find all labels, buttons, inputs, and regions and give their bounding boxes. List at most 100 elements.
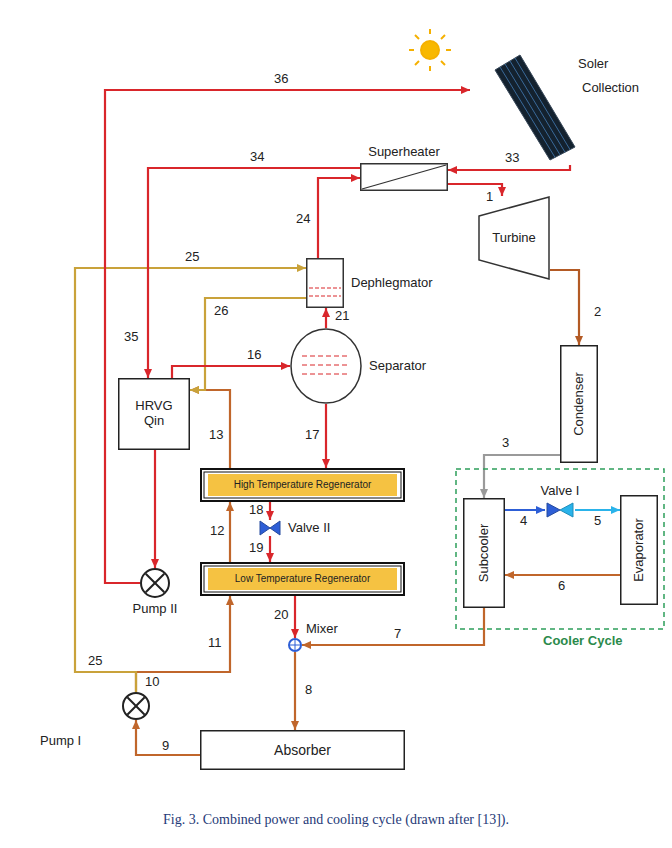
- node-label: Pump II: [133, 602, 178, 617]
- pump-symbol: Pump II: [140, 568, 170, 598]
- node-label: Separator: [369, 359, 426, 374]
- flow-line: [318, 178, 360, 258]
- flow-line: [575, 509, 620, 511]
- label-holder: Absorber: [200, 730, 405, 770]
- node-label: High Temperature Regenerator: [234, 479, 372, 491]
- absorber: Absorber: [200, 730, 405, 770]
- flow-line: [190, 298, 306, 390]
- pump-symbol: Pump I: [122, 692, 150, 720]
- dephlegmator: Dephlegmator: [306, 258, 344, 308]
- state-point-number: 10: [143, 675, 161, 689]
- state-point-number: 13: [207, 428, 225, 442]
- evaporator: Evaporator: [620, 495, 658, 605]
- superheater: Superheater: [360, 163, 448, 191]
- state-point-number: 4: [518, 514, 529, 528]
- state-point-number: 2: [592, 305, 603, 319]
- flow-line: [172, 366, 290, 378]
- state-point-number: 16: [245, 348, 263, 362]
- state-point-number: 11: [206, 636, 224, 650]
- state-point-number: 36: [272, 72, 290, 86]
- state-point-number: 18: [247, 503, 265, 517]
- pump-symbol-outline: [122, 692, 150, 720]
- pump-symbol-outline: [140, 568, 170, 598]
- separator-outline: [290, 328, 362, 404]
- flow-line: [505, 574, 620, 576]
- state-point-number: 35: [122, 330, 140, 344]
- node-label: Superheater: [368, 145, 440, 160]
- state-point-number: 25: [86, 654, 104, 668]
- state-point-number: 7: [392, 627, 403, 641]
- hrvg-box: HRVGQin: [118, 378, 190, 450]
- regenerator: High Temperature Regenerator: [200, 468, 405, 502]
- turbine: Turbine: [478, 196, 550, 280]
- valve-symbol: Valve II: [259, 520, 281, 536]
- flow-line: [229, 502, 231, 562]
- state-point-number: 9: [160, 739, 171, 753]
- node-label: Condenser: [572, 372, 587, 436]
- node-label: Pump I: [40, 734, 81, 749]
- separator: Separator: [290, 328, 362, 404]
- state-point-number: 12: [208, 524, 226, 538]
- sun-symbol: [409, 29, 451, 71]
- state-point-number: 6: [556, 579, 567, 593]
- flow-line: [505, 509, 545, 511]
- state-point-number: 19: [247, 541, 265, 555]
- flow-line: [294, 652, 296, 730]
- solar-collector: SolerCollection: [470, 55, 665, 165]
- regenerator-band: High Temperature Regenerator: [208, 474, 397, 496]
- node-label: Valve II: [288, 521, 330, 536]
- superheater-outline: [360, 163, 448, 191]
- state-point-number: 33: [503, 151, 521, 165]
- node-label: Evaporator: [632, 518, 647, 582]
- state-point-number: 5: [592, 514, 603, 528]
- regenerator: Low Temperature Regenerator: [200, 562, 405, 596]
- node-label: Low Temperature Regenerator: [235, 573, 370, 585]
- label-holder: HRVGQin: [118, 378, 190, 450]
- node-label: Subcooler: [477, 524, 492, 583]
- subcooler: Subcooler: [463, 498, 505, 608]
- state-point-number: 21: [333, 309, 351, 323]
- flow-line: [105, 90, 470, 583]
- label-holder: Turbine: [478, 196, 550, 280]
- node-label: Qin: [144, 414, 164, 429]
- flow-line: [154, 450, 156, 568]
- state-point-number: 20: [272, 608, 290, 622]
- flow-line: [325, 404, 327, 468]
- state-point-number: 24: [294, 212, 312, 226]
- mixer-symbol-outline: [288, 638, 302, 652]
- flow-line: [448, 165, 570, 170]
- solar-collector-outline: [470, 55, 665, 165]
- node-label: Soler: [578, 57, 608, 72]
- valve-symbol-outline: [545, 502, 575, 518]
- valve-symbol-outline: [259, 520, 281, 536]
- flow-line: [550, 270, 579, 345]
- state-point-number: 25: [183, 250, 201, 264]
- flow-line: [269, 502, 271, 520]
- condenser: Condenser: [560, 345, 598, 463]
- flow-line: [294, 596, 296, 638]
- state-point-number: 17: [303, 428, 321, 442]
- node-label: HRVG: [135, 399, 172, 414]
- dephlegmator-outline: [306, 258, 344, 308]
- state-point-number: 34: [248, 150, 266, 164]
- node-label: Collection: [582, 81, 639, 96]
- node-label: Absorber: [274, 742, 331, 758]
- node-label: Valve I: [541, 484, 580, 499]
- state-point-number: 1: [484, 190, 495, 204]
- cooler-cycle-region: Cooler CycleSubcoolerValve IEvaporator: [455, 468, 665, 630]
- state-point-number: 3: [500, 436, 511, 450]
- flow-line: [269, 536, 271, 562]
- node-label: Dephlegmator: [351, 276, 433, 291]
- flow-line: [325, 308, 327, 328]
- flow-line: [190, 390, 230, 468]
- mixer-symbol: Mixer: [288, 638, 302, 652]
- flow-line: [136, 720, 200, 755]
- valve-symbol: Valve I: [545, 502, 575, 518]
- regenerator-band: Low Temperature Regenerator: [208, 568, 397, 590]
- figure-caption: Fig. 3. Combined power and cooling cycle…: [0, 812, 672, 828]
- node-label: Cooler Cycle: [543, 634, 622, 649]
- node-label: Mixer: [306, 622, 338, 637]
- state-point-number: 8: [303, 683, 314, 697]
- state-point-number: 26: [212, 304, 230, 318]
